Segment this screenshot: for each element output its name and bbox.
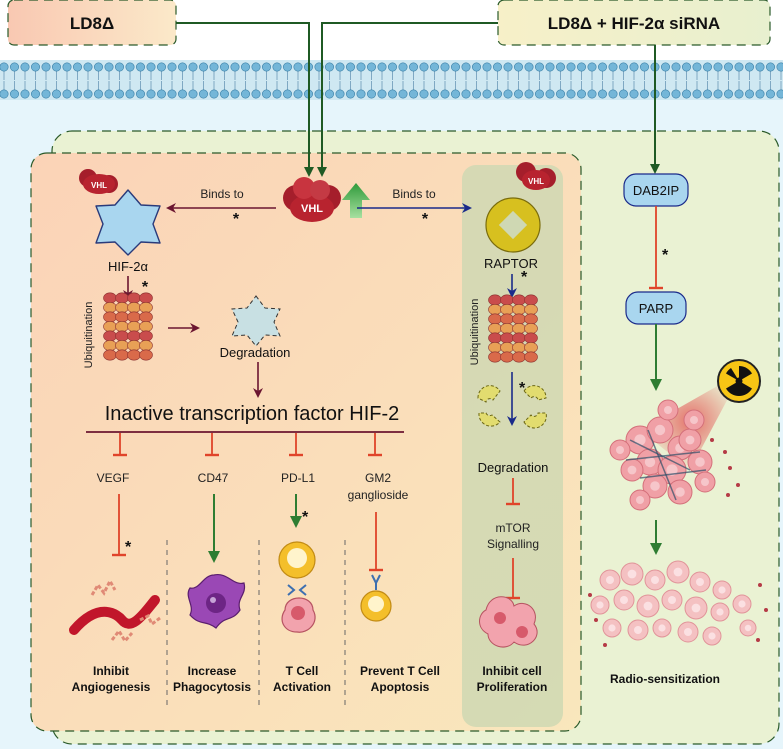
dab2ip-label: DAB2IP (633, 183, 679, 198)
outcome-phagocytosis-line1: Increase (188, 664, 237, 678)
parp-label: PARP (639, 301, 673, 316)
treatment-sirna-label: LD8Δ + HIF-2α siRNA (548, 14, 720, 33)
inactive-hif-title: Inactive transcription factor HIF-2 (105, 403, 400, 425)
mtor-label-line2: Signalling (487, 537, 539, 551)
target-inhibition-lines (113, 433, 382, 457)
significance-star: * (521, 269, 528, 286)
outcome-tcell-line1: T Cell (286, 664, 319, 678)
parp-node: PARP (625, 291, 687, 325)
target-ganglioside: ganglioside (348, 488, 409, 502)
vhl-small-label: VHL (91, 181, 107, 190)
raptor-degradation-label: Degradation (478, 460, 549, 475)
target-pd-l1: PD-L1 (281, 471, 315, 485)
treatment-sirna-box: LD8Δ + HIF-2α siRNA (497, 0, 771, 46)
raptor-label: RAPTOR (484, 256, 538, 271)
ubiquitination-mid-label: Ubiquitination (469, 299, 481, 366)
outcome-phagocytosis-line2: Phagocytosis (173, 680, 251, 694)
vhl-raptor-small-icon (516, 162, 556, 190)
cell-membrane (0, 60, 783, 100)
degraded-raptor-icon (477, 385, 547, 429)
upregulation-arrow-icon (342, 183, 370, 218)
radiation-icon (717, 359, 761, 403)
ubiquitination-label: Ubiquitination (83, 302, 95, 369)
target-gm2: GM2 (365, 471, 391, 485)
dab2ip-node: DAB2IP (623, 173, 689, 207)
ld8-arrow (176, 22, 314, 177)
tumor-cells-icon (479, 596, 538, 648)
sirna-to-vhl-arrow (317, 22, 498, 177)
significance-star: * (519, 380, 526, 397)
significance-star: * (125, 539, 132, 556)
hif-2a-protein-icon (95, 189, 161, 256)
target-vegf: VEGF (97, 471, 130, 485)
vhl-small-icon (79, 169, 118, 194)
outcome-tcell-line2: Activation (273, 680, 331, 694)
t-cell-survival-icon (360, 574, 392, 622)
proteasome-mid-icon (488, 294, 538, 363)
t-cell-icon (278, 541, 316, 633)
dispersed-tumor-icon (588, 560, 768, 647)
significance-star: * (422, 211, 429, 228)
blood-vessel-icon (69, 577, 161, 644)
vhl-center-label: VHL (301, 203, 323, 215)
significance-star: * (302, 509, 309, 526)
outcome-radio-sensitization: Radio-sensitization (610, 672, 720, 686)
treatment-ld8-box: LD8Δ (7, 0, 177, 46)
outcome-angiogenesis-line2: Angiogenesis (72, 680, 151, 694)
hif-compartment (30, 152, 582, 732)
vhl-raptor-label: VHL (528, 177, 544, 186)
tumor-mass-icon (609, 399, 740, 511)
proteasome-icon (103, 292, 153, 361)
binds-to-raptor-label: Binds to (392, 187, 436, 201)
hif-2a-label: HIF-2α (108, 259, 149, 274)
treatment-ld8-label: LD8Δ (70, 14, 114, 33)
target-cd47: CD47 (198, 471, 229, 485)
outcome-apoptosis-line1: Prevent T Cell (360, 664, 440, 678)
degraded-hif-icon (231, 295, 281, 347)
outcome-proliferation-line1: Inhibit cell (482, 664, 541, 678)
vhl-protein-icon (283, 177, 341, 222)
significance-star: * (662, 247, 669, 264)
raptor-protein-icon (485, 197, 541, 253)
macrophage-icon (187, 574, 246, 629)
degradation-label: Degradation (220, 345, 291, 360)
mtor-label-line1: mTOR (495, 521, 530, 535)
significance-star: * (233, 211, 240, 228)
outcome-angiogenesis-line1: Inhibit (93, 664, 129, 678)
significance-star: * (142, 279, 149, 296)
column-dividers (166, 540, 346, 708)
outcome-apoptosis-line2: Apoptosis (371, 680, 430, 694)
outcome-proliferation-line2: Proliferation (477, 680, 548, 694)
mtor-panel (462, 165, 563, 727)
binds-to-hif-label: Binds to (200, 187, 244, 201)
